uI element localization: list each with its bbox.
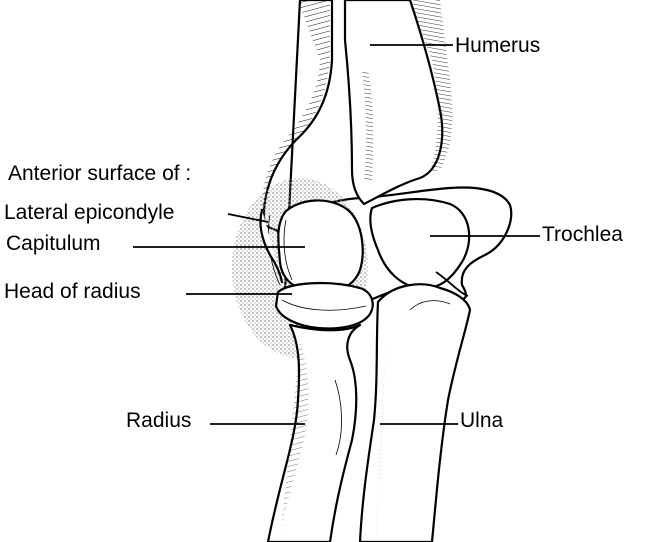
radius-head [276, 283, 373, 328]
label-capitulum: Capitulum [6, 232, 101, 255]
radius-bone [268, 325, 360, 542]
label-radius: Radius [126, 409, 191, 432]
label-anterior-surface-heading: Anterior surface of : [8, 162, 191, 185]
label-head-of-radius: Head of radius [4, 280, 141, 303]
label-humerus: Humerus [455, 34, 540, 57]
label-ulna: Ulna [460, 409, 504, 432]
label-trochlea: Trochlea [542, 223, 623, 246]
ulna-bone [360, 284, 470, 542]
label-lateral-epicondyle: Lateral epicondyle [4, 201, 174, 224]
